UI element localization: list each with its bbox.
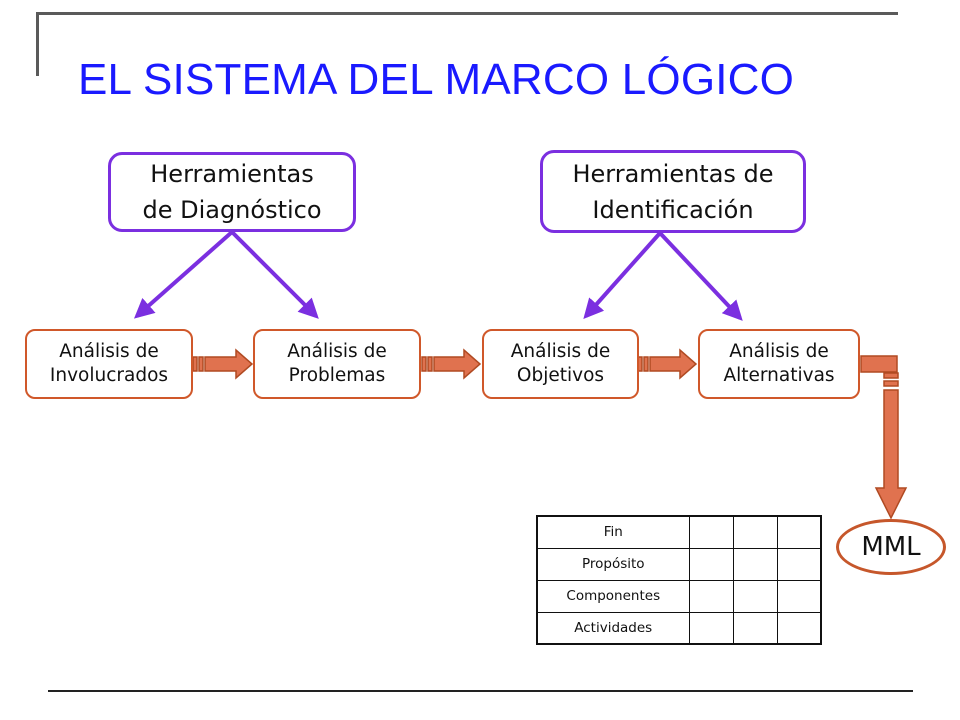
tool-box-diagnostico-label: Herramientas de Diagnóstico [142, 160, 322, 224]
matrix-cell [776, 515, 822, 549]
matrix-row-label: Actividades [536, 611, 690, 645]
arrow-diagnostico-to-problemas [230, 230, 319, 319]
flow-arrow-to-mml [860, 355, 908, 520]
matrix-row: Fin [536, 515, 822, 549]
matrix-row: Propósito [536, 547, 822, 581]
matrix-cell [776, 611, 822, 645]
flow-arrow-2 [421, 348, 482, 380]
frame-top-line [36, 12, 898, 15]
flow-arrow-1 [192, 348, 254, 380]
matrix-cell [776, 579, 822, 613]
step-analisis-alternativas: Análisis de Alternativas [698, 329, 860, 399]
tool-box-diagnostico: Herramientas de Diagnóstico [108, 152, 356, 232]
matrix-row: Actividades [536, 611, 822, 645]
matrix-cell [732, 579, 778, 613]
logframe-matrix: Fin Propósito Componentes Actividades [536, 515, 822, 645]
tool-box-identificacion: Herramientas de Identificación [540, 150, 806, 233]
matrix-cell [688, 579, 734, 613]
flow-arrow-3 [637, 348, 698, 380]
matrix-cell [776, 547, 822, 581]
mml-label: MML [861, 532, 921, 562]
matrix-row-label: Componentes [536, 579, 690, 613]
matrix-row-label: Fin [536, 515, 690, 549]
mml-ellipse: MML [836, 519, 946, 575]
frame-bottom-line [48, 690, 913, 692]
step-analisis-involucrados: Análisis de Involucrados [25, 329, 193, 399]
step-analisis-objetivos: Análisis de Objetivos [482, 329, 639, 399]
step-analisis-problemas: Análisis de Problemas [253, 329, 421, 399]
matrix-cell [732, 547, 778, 581]
frame-left-line [36, 12, 39, 76]
matrix-cell [688, 547, 734, 581]
arrow-diagnostico-to-involucrados [134, 230, 234, 319]
matrix-row: Componentes [536, 579, 822, 613]
matrix-cell [688, 515, 734, 549]
page-title: EL SISTEMA DEL MARCO LÓGICO [78, 55, 795, 104]
matrix-cell [732, 515, 778, 549]
step-analisis-objetivos-label: Análisis de Objetivos [510, 341, 611, 386]
step-analisis-alternativas-label: Análisis de Alternativas [723, 341, 835, 386]
tool-box-identificacion-label: Herramientas de Identificación [572, 159, 774, 224]
step-analisis-problemas-label: Análisis de Problemas [287, 341, 387, 386]
step-analisis-involucrados-label: Análisis de Involucrados [49, 341, 169, 386]
matrix-cell [688, 611, 734, 645]
matrix-cell [732, 611, 778, 645]
arrow-identificacion-to-objetivos [583, 231, 662, 319]
arrow-identificacion-to-alternativas [658, 231, 743, 321]
matrix-row-label: Propósito [536, 547, 690, 581]
